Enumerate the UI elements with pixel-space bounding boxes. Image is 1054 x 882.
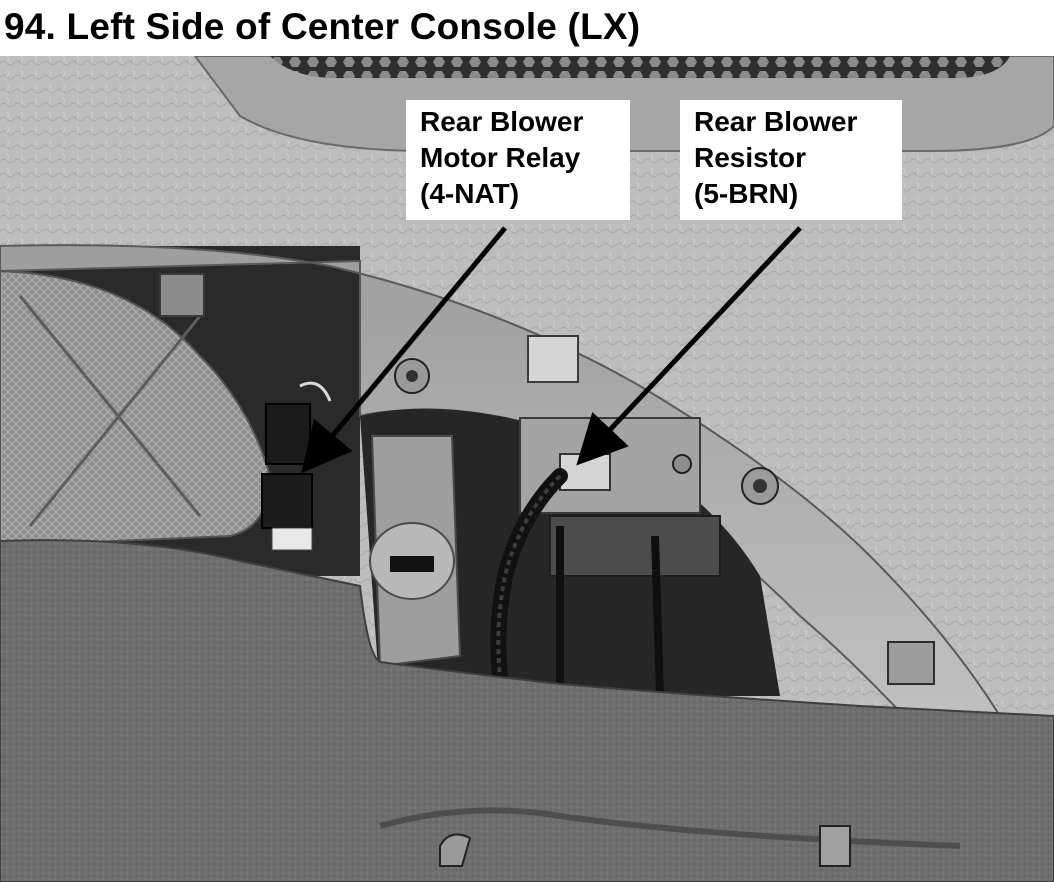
resistor-label-line-1: Rear Blower (694, 106, 858, 137)
relay-label-line-1: Rear Blower (420, 106, 584, 137)
rear-blower-motor-relay-callout: Rear Blower Motor Relay (4-NAT) (406, 100, 630, 220)
rear-blower-resistor-callout: Rear Blower Resistor (5-BRN) (680, 100, 902, 220)
relay-label-line-2: Motor Relay (420, 142, 581, 173)
resistor-label-line-3: (5-BRN) (694, 178, 799, 209)
relay-label-line-3: (4-NAT) (420, 178, 520, 209)
figure-title: 94. Left Side of Center Console (LX) (4, 6, 641, 47)
resistor-label-line-2: Resistor (694, 142, 807, 173)
